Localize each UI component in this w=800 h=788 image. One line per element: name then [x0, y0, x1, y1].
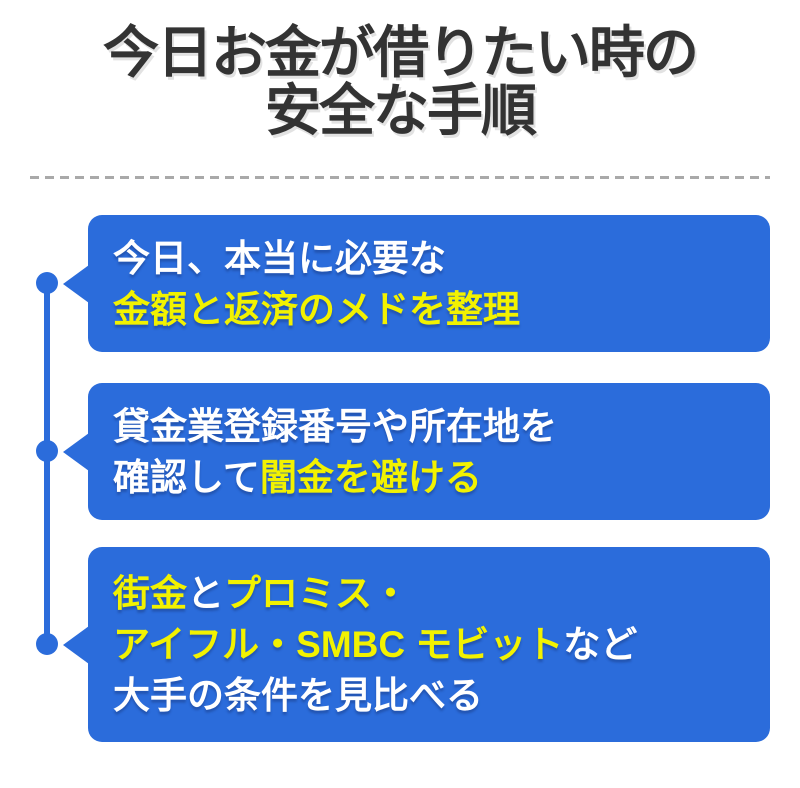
step-1-highlight-segment: 金額と返済のメドを整理	[113, 288, 520, 330]
timeline-dot-1	[36, 272, 58, 294]
step-3-highlight-segment: 街金	[113, 573, 187, 614]
step-1-bubble: 今日、本当に必要な 金額と返済のメドを整理	[63, 215, 770, 352]
step-2-line-1: 貸金業登録番号や所在地を	[113, 401, 770, 452]
step-1-line-1: 今日、本当に必要な	[113, 233, 770, 284]
step-2-highlight-segment: 闇金を避ける	[259, 456, 482, 498]
step-2-text-segment: 貸金業登録番号や所在地を	[113, 405, 557, 447]
bubble-tail-left-icon	[63, 625, 89, 664]
step-3-line-2: アイフル・SMBC モビットなど	[113, 619, 770, 670]
step-2-line-2: 確認して闇金を避ける	[113, 452, 770, 503]
page-title: 今日お金が借りたい時の 安全な手順	[0, 24, 800, 140]
step-3-bubble: 街金とプロミス・ アイフル・SMBC モビットなど 大手の条件を見比べる	[63, 547, 770, 742]
step-3-text-segment: など	[563, 624, 638, 665]
step-2-text-segment: 確認して	[113, 456, 260, 498]
step-3-highlight-segment: アイフル・SMBC モビット	[113, 624, 564, 665]
step-3-text-segment: と	[187, 573, 224, 614]
title-line-2: 安全な手順	[265, 79, 537, 142]
dashed-divider	[30, 176, 770, 179]
step-1-text-segment: 今日、本当に必要な	[113, 237, 446, 279]
step-2-bubble: 貸金業登録番号や所在地を 確認して闇金を避ける	[63, 383, 770, 520]
step-1-line-2: 金額と返済のメドを整理	[113, 284, 770, 335]
bubble-tail-left-icon	[63, 264, 89, 303]
title-line-1: 今日お金が借りたい時の	[103, 21, 699, 84]
step-3-line-3: 大手の条件を見比べる	[113, 670, 770, 721]
timeline-dot-3	[36, 633, 58, 655]
step-3-highlight-segment: プロミス・	[224, 573, 409, 614]
step-3-text-segment: 大手の条件を見比べる	[113, 675, 483, 716]
timeline-connector-line	[44, 283, 50, 645]
bubble-tail-left-icon	[63, 432, 89, 471]
step-3-line-1: 街金とプロミス・	[113, 568, 770, 619]
timeline-dot-2	[36, 440, 58, 462]
